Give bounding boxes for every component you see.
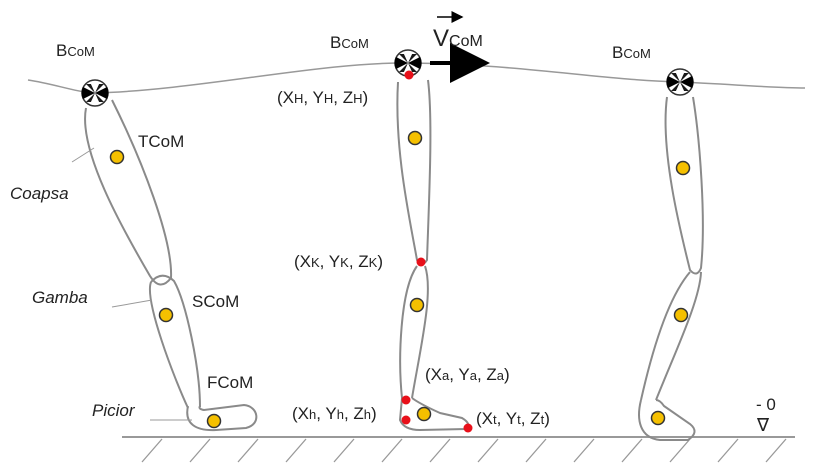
shank-outline <box>148 274 201 409</box>
body-com-marker <box>394 49 422 77</box>
ground-level-symbol: ∇ <box>756 415 770 435</box>
thigh-com-marker <box>407 130 423 146</box>
toe-marker <box>463 423 473 433</box>
thigh-outline <box>84 99 173 286</box>
body-com-label-left: BCoM <box>56 41 95 60</box>
thigh-outline <box>664 96 704 275</box>
foot-outline <box>398 397 470 432</box>
foot-outline <box>638 399 696 441</box>
body-com-marker <box>81 79 109 107</box>
thigh-com-marker <box>675 160 691 176</box>
thigh-segment-label: Coapsa <box>10 184 69 203</box>
foot-com-marker <box>206 413 222 429</box>
heel-marker <box>401 415 411 425</box>
leg-right <box>638 68 704 441</box>
foot-com-label: FCoM <box>207 373 253 392</box>
shank-pointer <box>111 299 153 308</box>
heel-coordinates-label: (Xh, Yh, Zh) <box>292 404 377 423</box>
thigh-com-marker <box>109 149 125 165</box>
knee-coordinates-label: (XK, YK, ZK) <box>294 252 383 271</box>
shank-com-label: SCoM <box>192 292 239 311</box>
leg-left <box>71 79 258 432</box>
thigh-pointer <box>71 147 95 163</box>
foot-com-marker <box>650 410 666 426</box>
foot-segment-label: Picior <box>92 401 136 420</box>
foot-com-marker <box>416 406 432 422</box>
ground-level-value: - 0 <box>756 395 776 414</box>
toe-coordinates-label: (Xt, Yt, Zt) <box>476 409 550 428</box>
hip-joint-marker <box>404 70 414 80</box>
velocity-label: VCoM <box>433 25 483 52</box>
body-com-marker <box>666 68 694 96</box>
thigh-com-label: TCoM <box>138 132 184 151</box>
ankle-coordinates-label: (Xa, Ya, Za) <box>425 365 510 384</box>
shank-com-marker <box>673 307 689 323</box>
ankle-joint-marker <box>401 395 411 405</box>
knee-joint-marker <box>416 257 426 267</box>
body-com-label-right: BCoM <box>612 43 651 62</box>
shank-com-marker <box>409 297 425 313</box>
ground-hatching <box>141 438 787 463</box>
leg-middle <box>394 11 490 433</box>
foot-outline <box>186 403 258 432</box>
shank-com-marker <box>158 307 174 323</box>
shank-outline <box>640 271 702 401</box>
shank-outline <box>399 265 429 399</box>
shank-segment-label: Gamba <box>32 288 88 307</box>
hip-coordinates-label: (XH, YH, ZH) <box>277 88 368 107</box>
thigh-outline <box>396 79 432 265</box>
body-com-label-middle: BCoM <box>330 33 369 52</box>
